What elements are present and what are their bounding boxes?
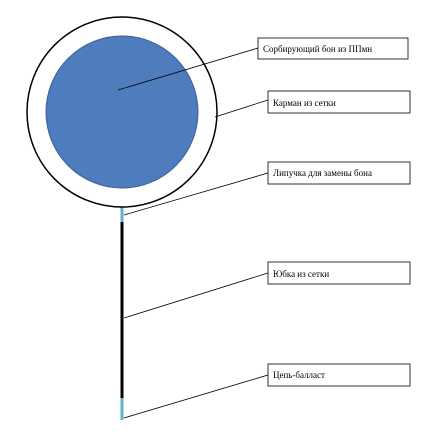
label-text: Юбка из сетки [273,269,329,279]
sorbent-boom-circle [45,35,199,189]
label-box [267,363,411,387]
label-text: Сорбирующий бон из ППмн [263,44,372,54]
callout-line-mesh-skirt [123,272,269,319]
label-ballast-chain: Цепь-балласт [267,363,411,387]
label-text: Цепь-балласт [273,370,325,380]
label-box [267,261,411,285]
label-box [267,161,411,185]
label-text: Карман из сетки [273,98,336,108]
label-mesh-skirt: Юбка из сетки [267,261,411,285]
callout-line-velcro [123,172,269,216]
label-sorbent-boom: Сорбирующий бон из ППмн [257,37,409,60]
label-mesh-pocket: Карман из сетки [267,90,411,114]
label-box [267,90,411,114]
label-box [257,37,409,60]
callout-line-ballast-chain [123,374,269,419]
callout-line-sorbent-boom [117,47,259,91]
label-text: Липучка для замены бона [273,168,372,178]
callout-line-mesh-pocket [214,99,269,118]
label-velcro: Липучка для замены бона [267,161,411,185]
